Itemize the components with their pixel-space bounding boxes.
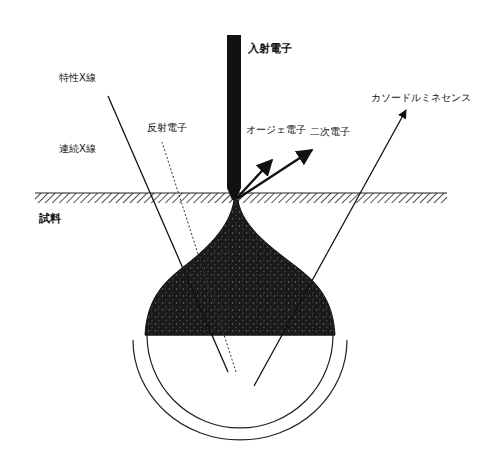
- range-arc: [147, 335, 333, 428]
- range-arc: [133, 340, 347, 440]
- signal-label: 反射電子: [146, 122, 188, 134]
- emission-arrow: [237, 150, 312, 199]
- emission-line: [108, 96, 228, 372]
- sample-label: 試料: [38, 212, 62, 225]
- signal-label: 二次電子: [309, 126, 351, 138]
- beam-label: 入射電子: [247, 42, 293, 55]
- incident-beam: [227, 35, 241, 200]
- emission-line: [162, 142, 236, 372]
- signal-label: オージェ電子: [245, 124, 307, 136]
- signal-label: カソードルミネセンス: [370, 92, 472, 104]
- interaction-volume: [145, 200, 335, 335]
- signal-label: 特性X線: [58, 72, 97, 84]
- emission-arrow: [254, 110, 406, 386]
- signal-label: 連続X線: [58, 143, 97, 155]
